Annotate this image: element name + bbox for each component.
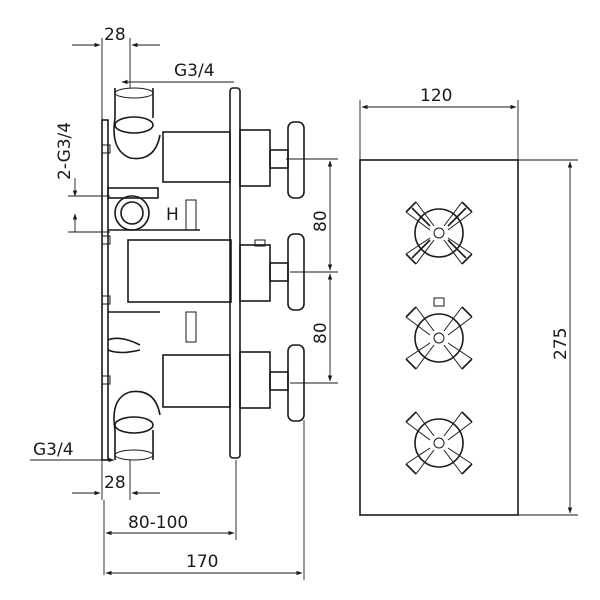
dim-plate-width: 120 [359, 86, 519, 160]
dim-depth-range: 80-100 [103, 460, 237, 575]
lower-cartridge-body [162, 354, 231, 408]
bottom-inlet-pipe [113, 390, 161, 461]
dim-top-width-label: 28 [104, 25, 126, 45]
dim-center-spacing: 80 80 [290, 158, 338, 384]
dim-center-spacing-lower-label: 80 [311, 322, 331, 344]
dim-bottom-width: 28 [72, 460, 160, 500]
dim-top-width: 28 [72, 25, 160, 120]
dim-top-inlet: G3/4 [121, 61, 234, 85]
dim-plate-width-label: 120 [420, 86, 452, 106]
dim-plate-height-label: 275 [551, 328, 571, 360]
dim-top-inlet-label: G3/4 [174, 61, 215, 81]
h-marking: H [166, 205, 179, 225]
upper-stem [269, 149, 289, 169]
lower-spindle [239, 351, 271, 409]
outlet-fittings [101, 144, 200, 385]
side-view: H 28 G3/4 2-G3/4 [30, 25, 338, 580]
dim-bottom-width-label: 28 [104, 473, 126, 493]
dim-depth-range-label: 80-100 [128, 513, 188, 533]
top-inlet-pipe [113, 87, 161, 160]
front-view: 120 275 [359, 86, 578, 516]
front-handle-middle [405, 297, 473, 370]
front-handle-top [405, 201, 473, 265]
dim-outlets: 2-G3/4 [55, 122, 110, 233]
dim-total-depth: 170 [105, 420, 305, 580]
front-handle-bottom [405, 411, 473, 475]
middle-body [127, 239, 232, 303]
middle-stem [269, 262, 289, 282]
valve-back-stripe [101, 119, 109, 461]
dim-total-depth-label: 170 [186, 552, 218, 572]
upper-handle-side [287, 121, 305, 199]
dim-outlets-label: 2-G3/4 [55, 122, 75, 180]
dim-bottom-inlet-label: G3/4 [33, 440, 74, 460]
middle-spindle [239, 244, 271, 302]
dim-center-spacing-upper-label: 80 [311, 210, 331, 232]
lower-stem [269, 371, 289, 391]
upper-cartridge-body [162, 131, 231, 183]
dim-plate-height: 275 [518, 159, 578, 516]
upper-spindle [239, 129, 271, 187]
front-plate [359, 159, 519, 516]
